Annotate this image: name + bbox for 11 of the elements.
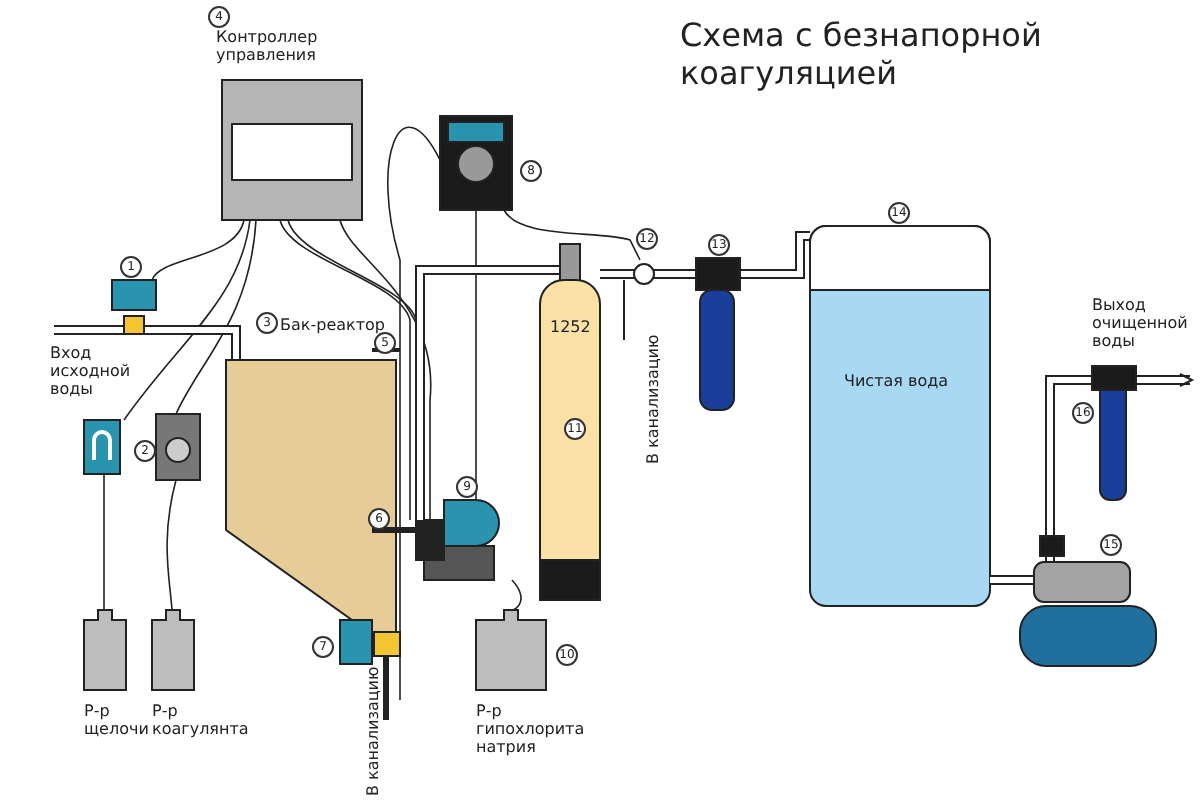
outlet-label: В канализацию (644, 334, 662, 464)
part-label: Р-р коагулянта (152, 702, 251, 738)
part-label: 1252 (550, 318, 593, 336)
diagram-title: Схема с безнапорной коагуляцией (680, 16, 1044, 92)
part-label: Чистая вода (844, 372, 951, 390)
outlet-label: В канализацию (364, 666, 382, 796)
part-label: Вход исходной воды (50, 344, 133, 398)
part-label: Р-р гипохлорита натрия (476, 702, 587, 756)
part-label: Выход очищенной воды (1092, 296, 1190, 350)
part-label: Контроллер управления (216, 28, 320, 64)
part-label: Бак-реактор (280, 316, 387, 334)
